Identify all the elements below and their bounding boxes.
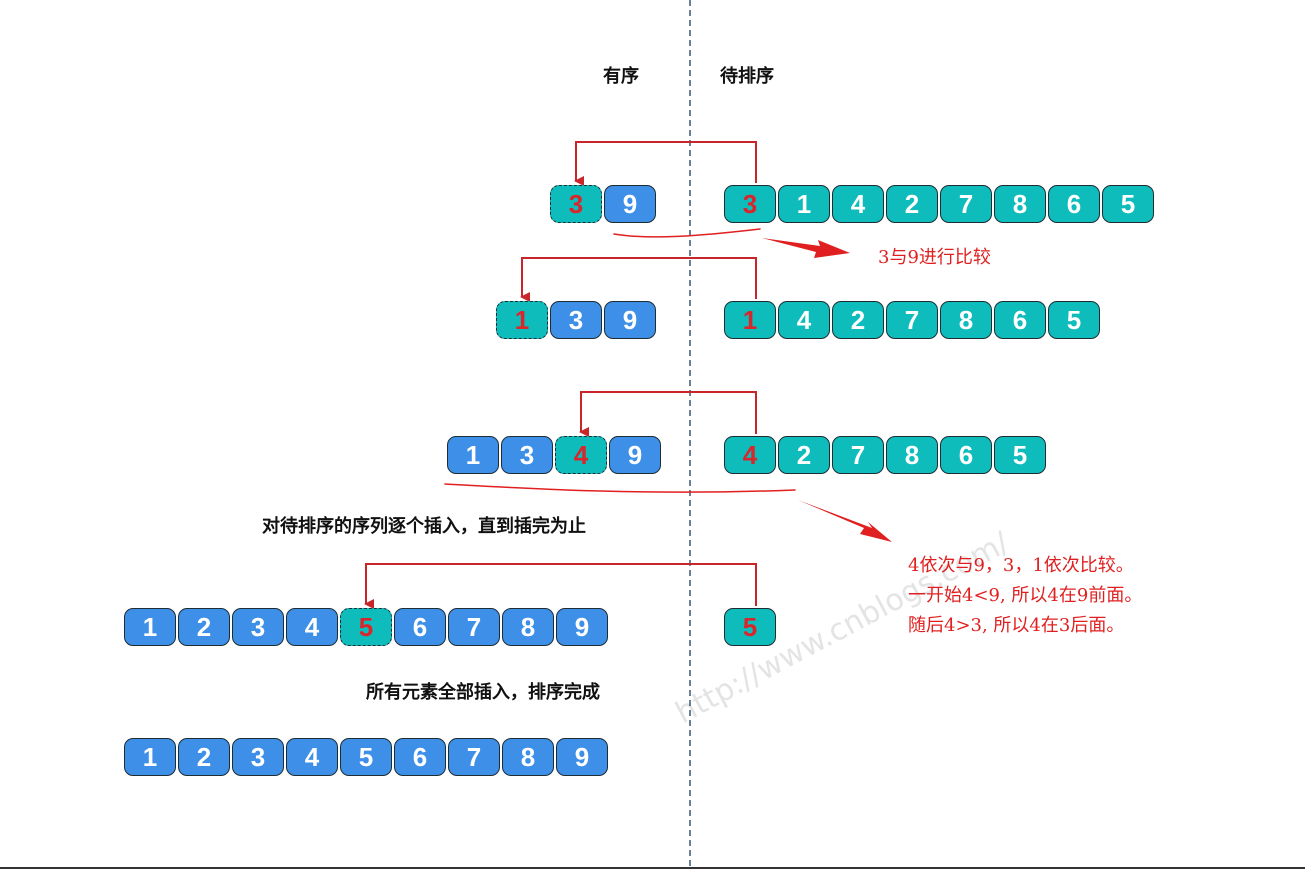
sorted-cell: 7: [448, 608, 500, 646]
sorted-cell: 6: [394, 608, 446, 646]
unsorted-cell: 7: [832, 436, 884, 474]
unsorted-cell: 5: [1048, 301, 1100, 339]
unsorted-cell: 3: [724, 185, 776, 223]
caption-all-done: 所有元素全部插入，排序完成: [366, 682, 600, 703]
sorted-cell: 1: [124, 738, 176, 776]
sorted-cell: 2: [178, 738, 230, 776]
sorted-cell: 3: [501, 436, 553, 474]
unsorted-cell: 7: [886, 301, 938, 339]
unsorted-cell: 5: [724, 608, 776, 646]
sorted-cell: 9: [556, 608, 608, 646]
unsorted-cell: 8: [940, 301, 992, 339]
sorted-cell: 5: [340, 738, 392, 776]
unsorted-cell: 2: [886, 185, 938, 223]
sorted-cell: 9: [609, 436, 661, 474]
unsorted-cell: 6: [1048, 185, 1100, 223]
sorted-cell: 9: [604, 301, 656, 339]
unsorted-cell: 1: [724, 301, 776, 339]
note-compare-4-line1: 4依次与9，3，1依次比较。: [908, 555, 1134, 576]
unsorted-cell: 7: [940, 185, 992, 223]
underline-compare-3-9: [613, 228, 761, 238]
underline-row-3: [444, 483, 796, 493]
sorted-cell: 4: [286, 608, 338, 646]
unsorted-cell: 5: [1102, 185, 1154, 223]
unsorted-cell: 2: [778, 436, 830, 474]
sorted-cell: 1: [496, 301, 548, 339]
unsorted-cell: 6: [940, 436, 992, 474]
pointer-arrow-compare-4: [798, 500, 892, 542]
unsorted-cell: 6: [994, 301, 1046, 339]
pointer-arrow-compare-3-9: [762, 238, 850, 258]
insert-arrow: [364, 563, 757, 609]
unsorted-cell: 4: [832, 185, 884, 223]
insert-arrow: [579, 391, 757, 437]
unsorted-cell: 1: [778, 185, 830, 223]
sorted-cell: 8: [502, 608, 554, 646]
sorted-cell: 1: [447, 436, 499, 474]
sorted-cell: 3: [550, 301, 602, 339]
unsorted-cell: 8: [994, 185, 1046, 223]
sorted-cell: 6: [394, 738, 446, 776]
sorted-cell: 4: [286, 738, 338, 776]
sorted-cell: 4: [555, 436, 607, 474]
sorted-cell: 3: [550, 185, 602, 223]
sorted-cell: 1: [124, 608, 176, 646]
insert-arrow: [520, 257, 757, 302]
sorted-cell: 7: [448, 738, 500, 776]
unsorted-cell: 8: [886, 436, 938, 474]
sorted-cell: 5: [340, 608, 392, 646]
sorted-cell: 2: [178, 608, 230, 646]
unsorted-cell: 4: [724, 436, 776, 474]
sorted-cell: 9: [556, 738, 608, 776]
note-compare-4-line2: 一开始4<9, 所以4在9前面。: [908, 585, 1143, 606]
sorted-cell: 9: [604, 185, 656, 223]
note-compare-3-9: 3与9进行比较: [878, 247, 991, 268]
sorted-cell: 3: [232, 738, 284, 776]
caption-insert-each: 对待排序的序列逐个插入，直到插完为止: [262, 516, 586, 537]
header-unsorted: 待排序: [720, 66, 774, 87]
header-sorted: 有序: [603, 66, 639, 87]
note-compare-4-line3: 随后4>3, 所以4在3后面。: [908, 615, 1125, 636]
sorted-cell: 3: [232, 608, 284, 646]
unsorted-cell: 4: [778, 301, 830, 339]
unsorted-cell: 2: [832, 301, 884, 339]
unsorted-cell: 5: [994, 436, 1046, 474]
insert-arrow: [574, 141, 757, 186]
sorted-cell: 8: [502, 738, 554, 776]
